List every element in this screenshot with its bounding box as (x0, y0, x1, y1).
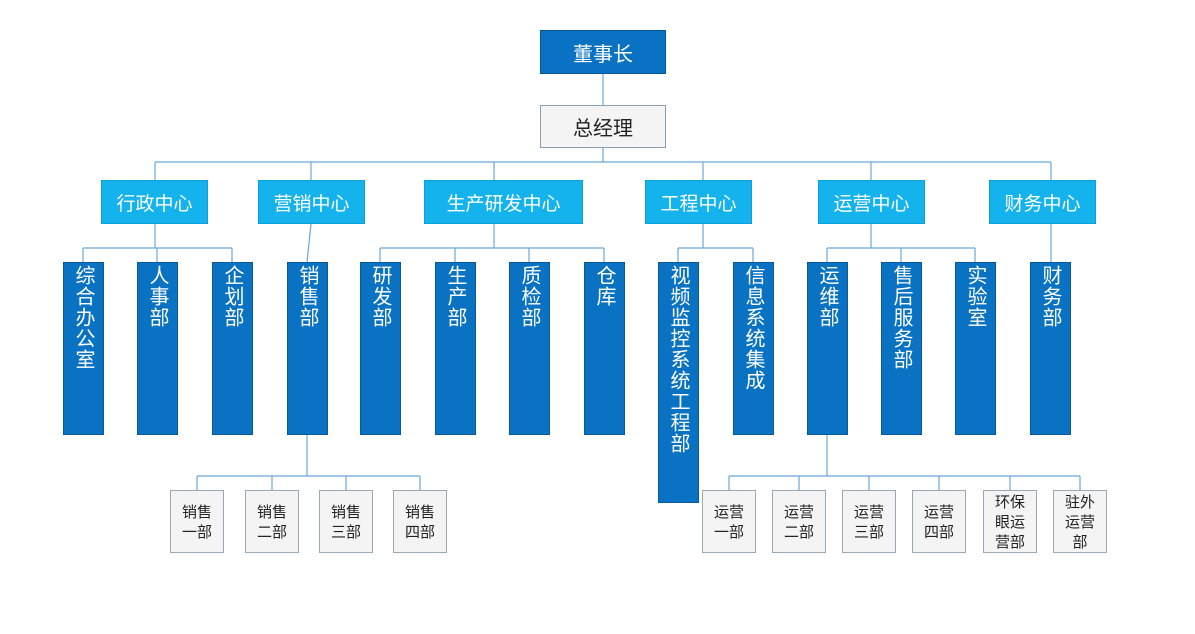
unit-label: 运营一部 (713, 502, 744, 541)
dept-label: 售后服务部 (890, 265, 914, 370)
dept-label: 信息系统集成 (742, 265, 766, 391)
ops-unit-1: 运营一部 (702, 490, 756, 553)
dept-laboratory: 实验室 (955, 262, 996, 435)
dept-rd: 研发部 (360, 262, 401, 435)
dept-production: 生产部 (435, 262, 476, 435)
center-operations: 运营中心 (818, 180, 925, 224)
dept-label: 质检部 (518, 265, 542, 328)
center-marketing: 营销中心 (258, 180, 365, 224)
dept-label: 销售部 (296, 265, 320, 328)
unit-label: 销售二部 (256, 502, 287, 541)
dept-planning: 企划部 (212, 262, 253, 435)
dept-sales: 销售部 (287, 262, 328, 435)
dept-label: 企划部 (221, 265, 245, 328)
dept-label: 综合办公室 (72, 265, 96, 370)
dept-label: 研发部 (369, 265, 393, 328)
dept-finance: 财务部 (1030, 262, 1071, 435)
center-label: 运营中心 (833, 192, 910, 215)
unit-label: 驻外运营部 (1064, 492, 1095, 551)
unit-label: 运营三部 (853, 502, 884, 541)
center-label: 行政中心 (116, 192, 193, 215)
dept-warehouse: 仓库 (584, 262, 625, 435)
dept-label: 生产部 (444, 265, 468, 328)
dept-label: 财务部 (1039, 265, 1063, 328)
center-label: 财务中心 (1004, 192, 1081, 215)
unit-label: 销售一部 (181, 502, 212, 541)
dept-label: 实验室 (964, 265, 988, 328)
dept-video-surveillance: 视频监控系统工程部 (658, 262, 699, 503)
unit-label: 运营二部 (783, 502, 814, 541)
dept-info-systems: 信息系统集成 (733, 262, 774, 435)
chairman-label: 董事长 (573, 41, 633, 66)
sales-unit-3: 销售三部 (319, 490, 373, 553)
ops-unit-3: 运营三部 (842, 490, 896, 553)
dept-after-sales: 售后服务部 (881, 262, 922, 435)
ops-unit-external: 驻外运营部 (1053, 490, 1107, 553)
dept-label: 人事部 (146, 265, 170, 328)
dept-label: 仓库 (593, 265, 617, 307)
unit-label: 销售三部 (330, 502, 361, 541)
dept-hr: 人事部 (137, 262, 178, 435)
general-manager-label: 总经理 (573, 116, 633, 140)
sales-unit-2: 销售二部 (245, 490, 299, 553)
unit-label: 环保眼运营部 (994, 492, 1025, 551)
dept-general-office: 综合办公室 (63, 262, 104, 435)
center-production-rd: 生产研发中心 (424, 180, 583, 224)
center-admin: 行政中心 (101, 180, 208, 224)
general-manager-box: 总经理 (540, 105, 666, 148)
ops-unit-4: 运营四部 (912, 490, 966, 553)
center-label: 营销中心 (273, 192, 350, 215)
dept-maintenance: 运维部 (807, 262, 848, 435)
chairman-box: 董事长 (540, 30, 666, 74)
ops-unit-eco: 环保眼运营部 (983, 490, 1037, 553)
dept-label: 视频监控系统工程部 (667, 265, 691, 454)
center-finance: 财务中心 (989, 180, 1096, 224)
center-engineering: 工程中心 (645, 180, 752, 224)
center-label: 工程中心 (660, 192, 737, 215)
dept-label: 运维部 (816, 265, 840, 328)
sales-unit-4: 销售四部 (393, 490, 447, 553)
center-label: 生产研发中心 (446, 192, 561, 215)
dept-qc: 质检部 (509, 262, 550, 435)
unit-label: 销售四部 (404, 502, 435, 541)
unit-label: 运营四部 (923, 502, 954, 541)
ops-unit-2: 运营二部 (772, 490, 826, 553)
sales-unit-1: 销售一部 (170, 490, 224, 553)
